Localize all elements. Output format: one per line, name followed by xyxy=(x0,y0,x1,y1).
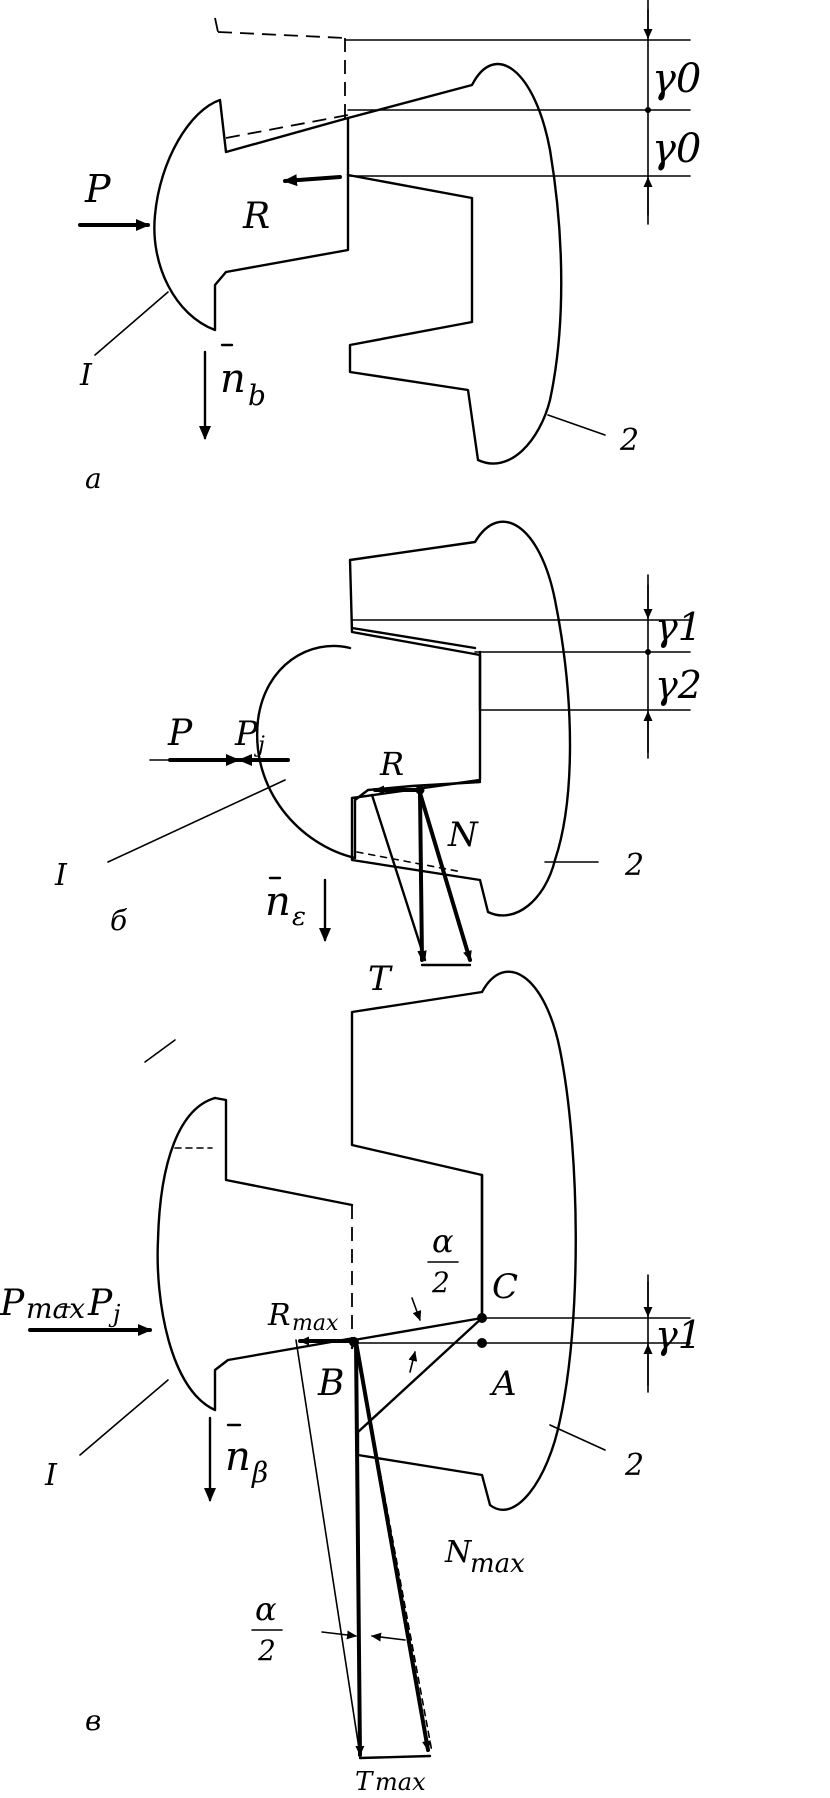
panel-b-label-R: R xyxy=(379,745,404,783)
panel-b-dim-dot xyxy=(645,649,651,655)
panel-a-leader-1 xyxy=(94,291,169,356)
panel-a-label-part-1: I xyxy=(79,358,93,393)
panel-a-label-gap-top: γ0 xyxy=(652,56,701,102)
panel-c-label-Tmax-sub: max xyxy=(375,1768,426,1794)
panel-b-label-P: P xyxy=(167,713,193,754)
panel-a-label-R: R xyxy=(242,196,270,237)
panel-c-label-A: A xyxy=(489,1364,517,1404)
panel-c-label-n-sub: β xyxy=(251,1456,268,1489)
panel-c-part-1-outline xyxy=(156,1096,356,1412)
panel-b-part-2-outline xyxy=(348,520,572,917)
panel-b-dashed-1 xyxy=(356,851,463,873)
panel-c-force-Tmax-arrow xyxy=(354,1340,365,1757)
panel-a-label-gap-bottom: γ0 xyxy=(652,126,701,172)
panel-c-angle-tick-top xyxy=(411,1297,422,1321)
panel-b-label-part-2: 2 xyxy=(624,848,644,883)
panel-a: P R n b I 2 a γ0 γ0 xyxy=(78,0,701,495)
panel-c-label-part-1: I xyxy=(44,1458,58,1493)
panel-a-caption: a xyxy=(85,462,102,495)
panel-c-label-Nmax: N xyxy=(444,1535,473,1570)
panel-a-dim-dot xyxy=(645,107,651,113)
panel-a-dashed-top xyxy=(214,17,219,33)
panel-c-label-Pj: P xyxy=(87,1283,113,1324)
panel-b-contact-point xyxy=(415,785,425,795)
panel-c-force-triangle-base xyxy=(358,1754,432,1760)
panel-c-label-B: B xyxy=(317,1363,344,1404)
panel-a-label-P: P xyxy=(84,167,112,211)
panel-c-label-angle-bottom-den: 2 xyxy=(257,1634,276,1667)
panel-c-label-C: C xyxy=(492,1267,518,1307)
panel-c-force-triangle-left xyxy=(295,1339,361,1756)
panel-c-label-part-2: 2 xyxy=(624,1448,644,1483)
panel-c-caption: в xyxy=(85,1704,101,1737)
panel-b-label-N: N xyxy=(447,815,479,855)
panel-a-part-1-outline xyxy=(153,98,350,332)
panel-c-contact-line xyxy=(352,1316,484,1342)
panel-c-label-Pmax: P xyxy=(0,1283,25,1324)
panel-c-part-1-top-edge xyxy=(213,1096,354,1207)
panel-b-label-T: T xyxy=(368,959,393,999)
panel-b-label-Pj: P xyxy=(234,714,259,754)
panel-b-label-part-1: I xyxy=(54,858,68,893)
panel-c-force-Nmax-arrow xyxy=(354,1340,431,1752)
panel-c-label-Nmax-sub: max xyxy=(470,1549,525,1579)
panel-c-angle-tick-bottom xyxy=(408,1351,418,1373)
panel-a-label-n: n xyxy=(220,356,246,402)
panel-c-angle-dim-right xyxy=(371,1632,406,1642)
panel-a-part-2-outline xyxy=(346,63,563,465)
panel-c-label-gap-1: γ1 xyxy=(655,1313,702,1357)
panel-b-label-gap-1: γ1 xyxy=(655,605,702,649)
panel-b-part-2-tooth-line xyxy=(350,626,477,650)
panel-b-leader-1 xyxy=(107,779,286,863)
panel-b-force-N-arrow xyxy=(418,791,472,962)
panel-c-leader-1 xyxy=(79,1379,169,1456)
panel-c-label-Pmax-sub: max xyxy=(26,1292,85,1325)
panel-a-dashed-horiz xyxy=(217,31,346,39)
panel-c-label-Rmax-sub: max xyxy=(292,1311,339,1336)
panel-a-force-R-arrow xyxy=(283,174,342,187)
panel-a-leader-2 xyxy=(547,414,606,436)
panel-c-label-Tmax: T xyxy=(355,1767,374,1794)
panel-c: P max P j R max B C A α 2 α 2 N max T ma… xyxy=(0,970,702,1797)
panel-a-label-part-2: 2 xyxy=(619,423,639,458)
panel-c-label-angle-top-den: 2 xyxy=(431,1266,450,1299)
panel-b-label-gap-2: γ2 xyxy=(655,663,702,707)
panel-b-force-T-arrow-left xyxy=(370,793,427,962)
panel-b-caption: б xyxy=(110,904,128,937)
panel-c-label-angle-top-num: α xyxy=(432,1222,454,1260)
panel-a-label-n-sub: b xyxy=(248,379,266,412)
panel-c-stray-tick xyxy=(144,1039,176,1063)
panel-b: P P j R N T n ε I 2 б γ1 γ2 xyxy=(54,520,702,999)
panel-c-leader-2 xyxy=(549,1424,606,1451)
panel-c-force-Nmax-dashed xyxy=(355,1341,433,1753)
panel-b-label-n-sub: ε xyxy=(292,902,306,932)
panel-c-label-n: n xyxy=(225,1434,251,1480)
panel-c-angle-dim-left xyxy=(321,1630,357,1640)
panel-b-label-n: n xyxy=(265,879,291,925)
panel-c-label-angle-bottom-num: α xyxy=(255,1590,277,1628)
panel-c-label-Rmax: R xyxy=(267,1298,291,1333)
panel-c-part-2-outline xyxy=(350,970,577,1511)
panel-b-force-T-arrow xyxy=(417,791,427,962)
panel-b-part-1-outline xyxy=(255,644,482,860)
